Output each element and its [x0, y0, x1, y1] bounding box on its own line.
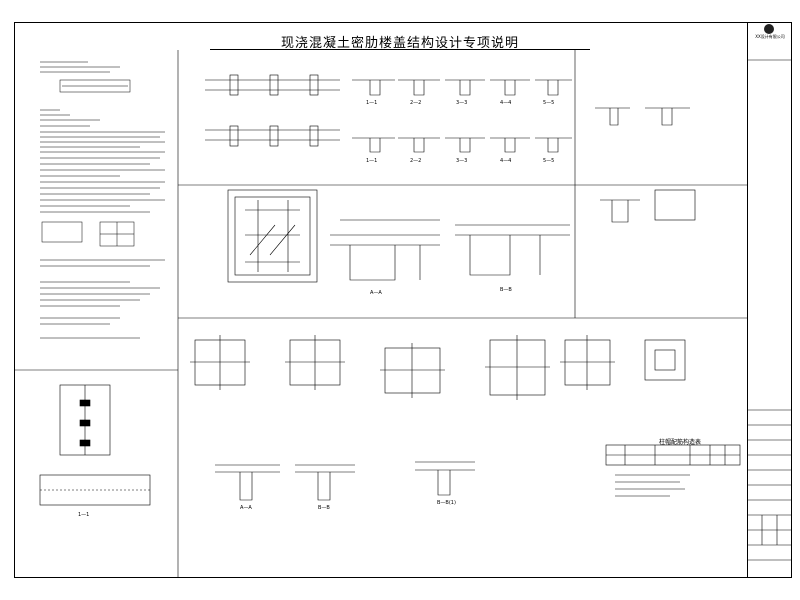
title-underline — [210, 49, 590, 50]
column-cap-table — [605, 444, 741, 497]
section-label: A—A — [370, 290, 382, 296]
section-label: B—B — [500, 287, 512, 293]
section-label: B—B(1) — [437, 500, 456, 506]
drawing-sheet-border — [14, 22, 792, 578]
column-cap-plans — [190, 335, 686, 400]
bottom-section-details — [215, 461, 475, 501]
design-notes-text — [40, 61, 165, 339]
section-b-b-detail — [455, 224, 570, 276]
table-title: 柱帽配筋构造表 — [658, 439, 701, 446]
section-label: 3—3 — [456, 100, 468, 106]
company-logo — [764, 24, 774, 34]
section-label: 2—2 — [410, 158, 422, 164]
drawing-title: 现浇混凝土密肋楼盖结构设计专项说明 — [280, 36, 519, 51]
section-label: 3—3 — [456, 158, 468, 164]
section-label: 1—1 — [78, 512, 90, 518]
slab-sections-top — [205, 74, 340, 147]
rib-section-details — [352, 79, 572, 153]
title-block-lines — [747, 59, 792, 561]
company-name: XX设计有限公司 — [755, 34, 785, 39]
rib-node-details-right — [595, 107, 696, 223]
section-label: A—A — [240, 505, 252, 511]
column-plan-left — [39, 384, 151, 506]
section-label: 4—4 — [500, 100, 512, 106]
section-label: 4—4 — [500, 158, 512, 164]
section-label: 1—1 — [366, 100, 378, 106]
section-label: 5—5 — [543, 158, 555, 164]
section-label: 5—5 — [543, 100, 555, 106]
section-label: B—B — [318, 505, 330, 511]
section-label: 2—2 — [410, 100, 422, 106]
title-block — [747, 22, 792, 578]
section-label: 1—1 — [366, 158, 378, 164]
section-a-a-detail — [330, 219, 440, 281]
ribbed-slab-plan — [227, 189, 318, 283]
